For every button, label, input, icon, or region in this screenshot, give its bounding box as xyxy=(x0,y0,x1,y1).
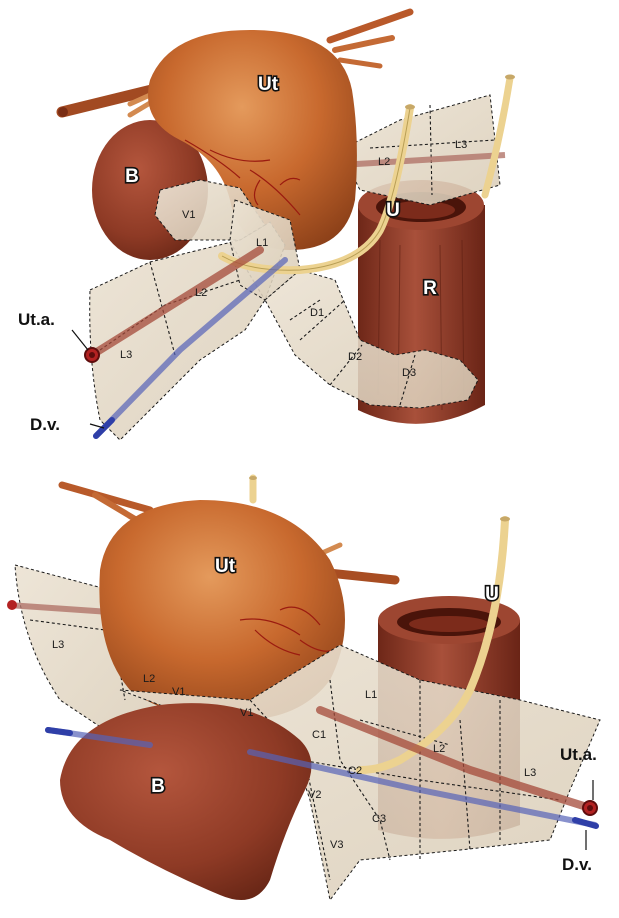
l3-left-label-bottom: L3 xyxy=(52,639,64,651)
l2-right-label-top: L2 xyxy=(378,156,390,168)
right-ligament-sheet-top xyxy=(340,95,500,205)
c1-label-bottom: C1 xyxy=(312,729,326,741)
top-panel: Ut B U R Ut.a. D.v. V1 L1 L2 L3 L2 L3 D1… xyxy=(18,12,515,440)
l1-label-top: L1 xyxy=(256,237,268,249)
l3-right-label-top: L3 xyxy=(455,139,467,151)
bottom-panel: Ut B U Ut.a. D.v. L3 L2 V1 V1 L1 C1 C2 C… xyxy=(7,476,600,900)
uterus-label-top: Ut xyxy=(258,74,279,95)
l2-left-label-top: L2 xyxy=(195,287,207,299)
uterus-label-bottom: Ut xyxy=(215,556,236,577)
rectum-label-top: R xyxy=(423,278,437,299)
v1-label-top: V1 xyxy=(182,209,195,221)
l2-left-label-bottom: L2 xyxy=(143,673,155,685)
d2-label-top: D2 xyxy=(348,351,362,363)
deep-vein-label-bottom: D.v. xyxy=(562,855,592,874)
uterine-artery-label-bottom: Ut.a. xyxy=(560,745,597,764)
v1-b-label-bottom: V1 xyxy=(240,707,253,719)
deep-vein-label-top: D.v. xyxy=(30,415,60,434)
bladder-label-top: B xyxy=(125,166,139,187)
uterine-artery-label-top: Ut.a. xyxy=(18,310,55,329)
l3-left-label-top: L3 xyxy=(120,349,132,361)
v2-label-bottom: V2 xyxy=(308,789,321,801)
v3-label-bottom: V3 xyxy=(330,839,343,851)
ureter-label-top: U xyxy=(386,200,400,221)
c3-label-bottom: C3 xyxy=(372,813,386,825)
d1-label-top: D1 xyxy=(310,307,324,319)
c2-label-bottom: C2 xyxy=(348,765,362,777)
l1-label-bottom: L1 xyxy=(365,689,377,701)
d3-label-top: D3 xyxy=(402,367,416,379)
bladder-label-bottom: B xyxy=(151,776,165,797)
v1-a-label-bottom: V1 xyxy=(172,686,185,698)
ureter-label-bottom: U xyxy=(485,584,499,605)
l3-right-label-bottom: L3 xyxy=(524,767,536,779)
l2-right-label-bottom: L2 xyxy=(433,743,445,755)
bladder-bottom xyxy=(60,703,311,900)
